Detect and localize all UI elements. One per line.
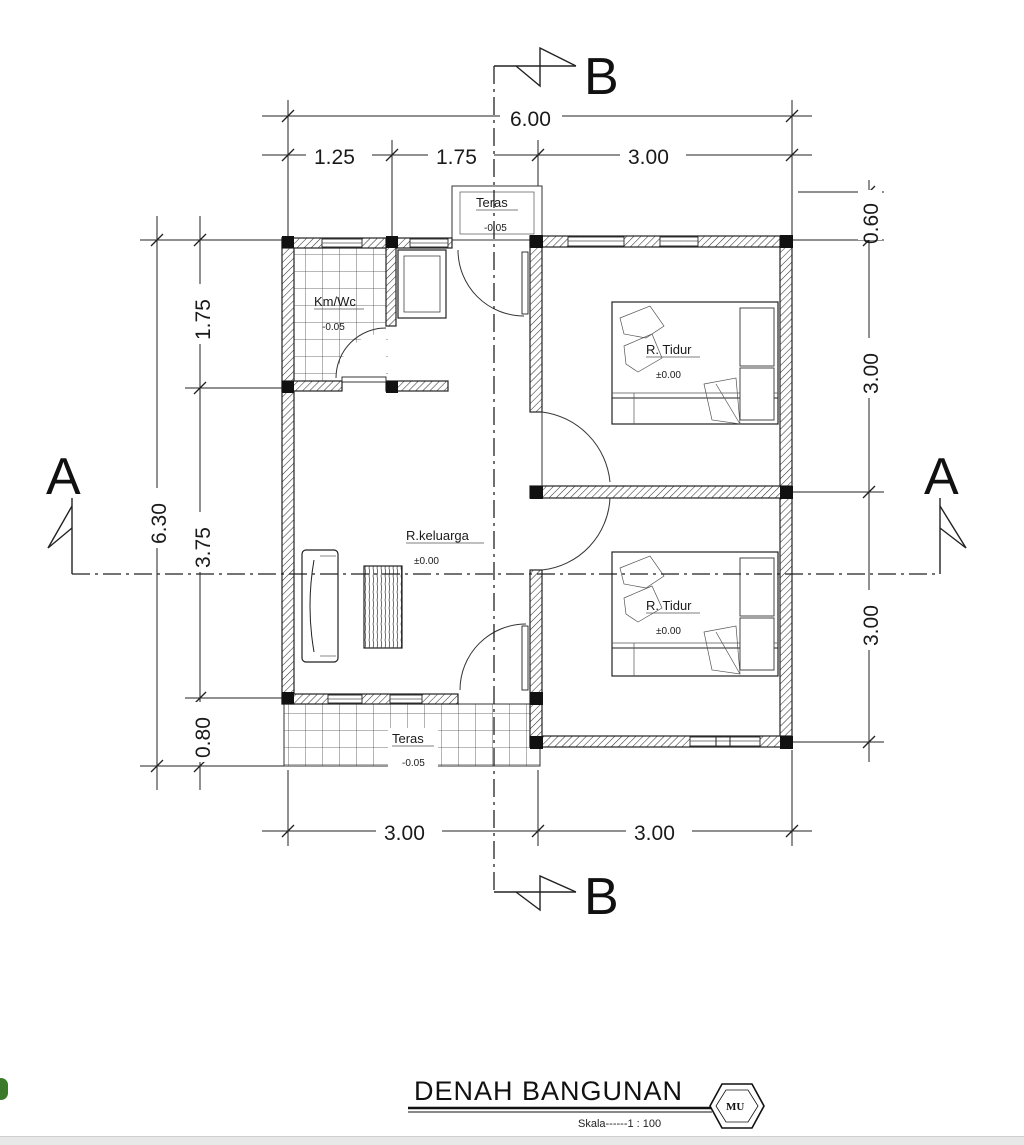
coffee-table: [363, 565, 403, 649]
dim-left-seg-3: 0.80: [192, 717, 215, 758]
dim-top-seg-3: 3.00: [628, 146, 669, 169]
room-level-teras-top: -0.05: [484, 223, 507, 234]
section-axis-a: [47, 498, 967, 575]
bathtub-fixture: [397, 249, 447, 319]
section-label-b-bottom: B: [584, 868, 619, 926]
dim-left-total: 6.30: [148, 503, 171, 544]
section-label-a-left: A: [46, 448, 81, 506]
bathroom-tile-floor: [294, 247, 388, 383]
sofa: [301, 549, 339, 663]
section-axis-b: [493, 46, 577, 912]
logo-badge: [709, 1083, 765, 1129]
bed-1: [611, 301, 779, 425]
dim-right-seg-1: 0.60: [860, 203, 883, 244]
title-block: DENAH BANGUNAN Skala------1 : 100 MU: [408, 1076, 765, 1130]
drawing-scale: Skala------1 : 100: [578, 1118, 661, 1130]
room-level-tidur-1: ±0.00: [656, 370, 681, 381]
edge-green-mark: [0, 1078, 8, 1100]
section-label-b-top: B: [584, 48, 619, 106]
dim-right-seg-2: 3.00: [860, 353, 883, 394]
dim-left-seg-2: 3.75: [192, 527, 215, 568]
dim-top-seg-1: 1.25: [314, 146, 355, 169]
room-level-keluarga: ±0.00: [414, 556, 439, 567]
room-name-kmwc: Km/Wc: [314, 294, 356, 309]
room-name-teras-bottom: Teras: [392, 731, 424, 746]
room-name-keluarga: R.keluarga: [406, 528, 470, 543]
room-name-tidur-2: R. Tidur: [646, 598, 692, 613]
room-level-teras-bottom: -0.05: [402, 758, 425, 769]
doors: [335, 249, 611, 691]
dim-top-seg-2: 1.75: [436, 146, 477, 169]
dimension-bottom: [262, 750, 812, 846]
room-name-teras-top: Teras: [476, 195, 508, 210]
dim-left-seg-1: 1.75: [192, 299, 215, 340]
dim-bottom-seg-2: 3.00: [634, 822, 675, 845]
dim-right-seg-3: 3.00: [860, 605, 883, 646]
room-level-tidur-2: ±0.00: [656, 626, 681, 637]
bottom-edge-bar: [0, 1136, 1024, 1145]
drawing-title: DENAH BANGUNAN: [414, 1076, 683, 1106]
dim-top-total: 6.00: [510, 108, 551, 131]
section-label-a-right: A: [924, 448, 959, 506]
logo-text: MU: [726, 1101, 744, 1113]
room-name-tidur-1: R. Tidur: [646, 342, 692, 357]
dimension-right: [792, 180, 884, 762]
teras-top-slab: [451, 185, 543, 241]
columns: [282, 235, 793, 749]
dim-bottom-seg-1: 3.00: [384, 822, 425, 845]
bed-2: [611, 551, 779, 677]
room-level-kmwc: -0.05: [322, 322, 345, 333]
